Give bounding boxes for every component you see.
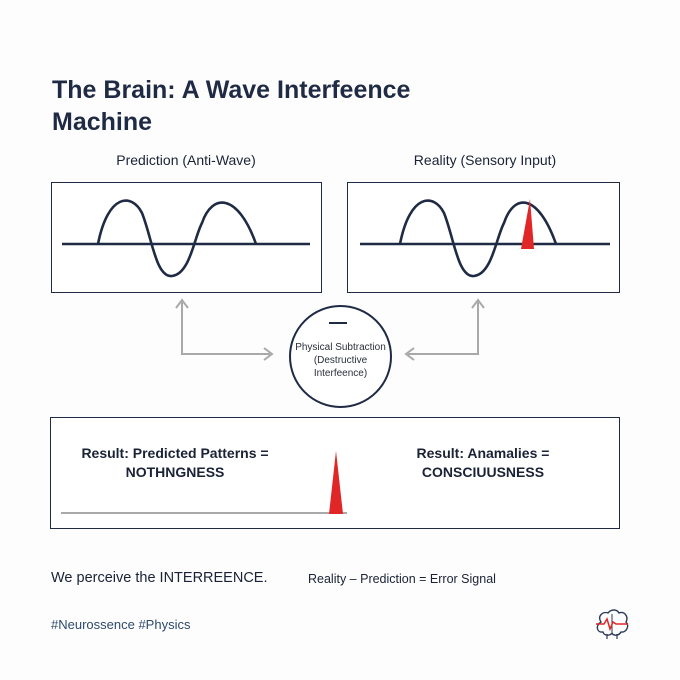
prediction-wave-graphic <box>62 199 310 278</box>
anomaly-spike <box>521 199 534 249</box>
reality-wave-graphic <box>360 199 610 278</box>
operator-line-3: Interfeence) <box>313 368 368 379</box>
right-arrow-head-up <box>471 298 485 309</box>
perception-statement: We perceive the INTERREENCE. <box>51 570 268 586</box>
result-graphic <box>61 451 347 514</box>
operator-description: Physical Subtraction (Destructive Interf… <box>287 341 394 380</box>
brain-signal-icon <box>596 609 629 639</box>
hashtags: #Neurossence #Physics <box>51 617 191 632</box>
right-connector-arrow <box>408 302 479 355</box>
left-arrow-head-right <box>263 347 274 361</box>
result-predicted-line-2: NOTHNGNESS <box>125 464 225 480</box>
prediction-panel-label: Prediction (Anti-Wave) <box>116 152 256 168</box>
result-panel <box>50 417 620 529</box>
title-line-2: Machine <box>52 108 153 136</box>
result-anomalies-line-1: Result: Anamalies = <box>416 445 550 461</box>
left-arrow-head-up <box>175 298 189 309</box>
left-connector-arrow <box>181 302 270 355</box>
minus-icon <box>329 322 347 324</box>
reality-panel-label: Reality (Sensory Input) <box>413 152 557 168</box>
result-predicted-line-1: Result: Predicted Patterns = <box>81 445 269 461</box>
result-anomaly-spike <box>329 451 343 514</box>
error-signal-formula: Reality – Prediction = Error Signal <box>308 572 496 586</box>
operator-line-1: Physical Subtraction <box>295 342 386 353</box>
reality-wave-panel <box>347 182 620 293</box>
result-predicted: Result: Predicted Patterns = NOTHNGNESS <box>60 444 290 482</box>
result-anomalies-line-2: CONSCIUUSNESS <box>421 464 545 480</box>
prediction-wave <box>96 199 258 278</box>
reality-wave <box>398 199 558 278</box>
right-arrow-head-left <box>404 347 415 361</box>
operator-line-2: (Destructive <box>313 355 368 366</box>
result-anomalies: Result: Anamalies = CONSCIUUSNESS <box>378 444 588 482</box>
title-line-1: The Brain: A Wave Interfeence <box>52 76 411 104</box>
page-title: The Brain: A Wave Interfeence Machine <box>52 74 512 138</box>
prediction-wave-panel <box>51 182 322 293</box>
